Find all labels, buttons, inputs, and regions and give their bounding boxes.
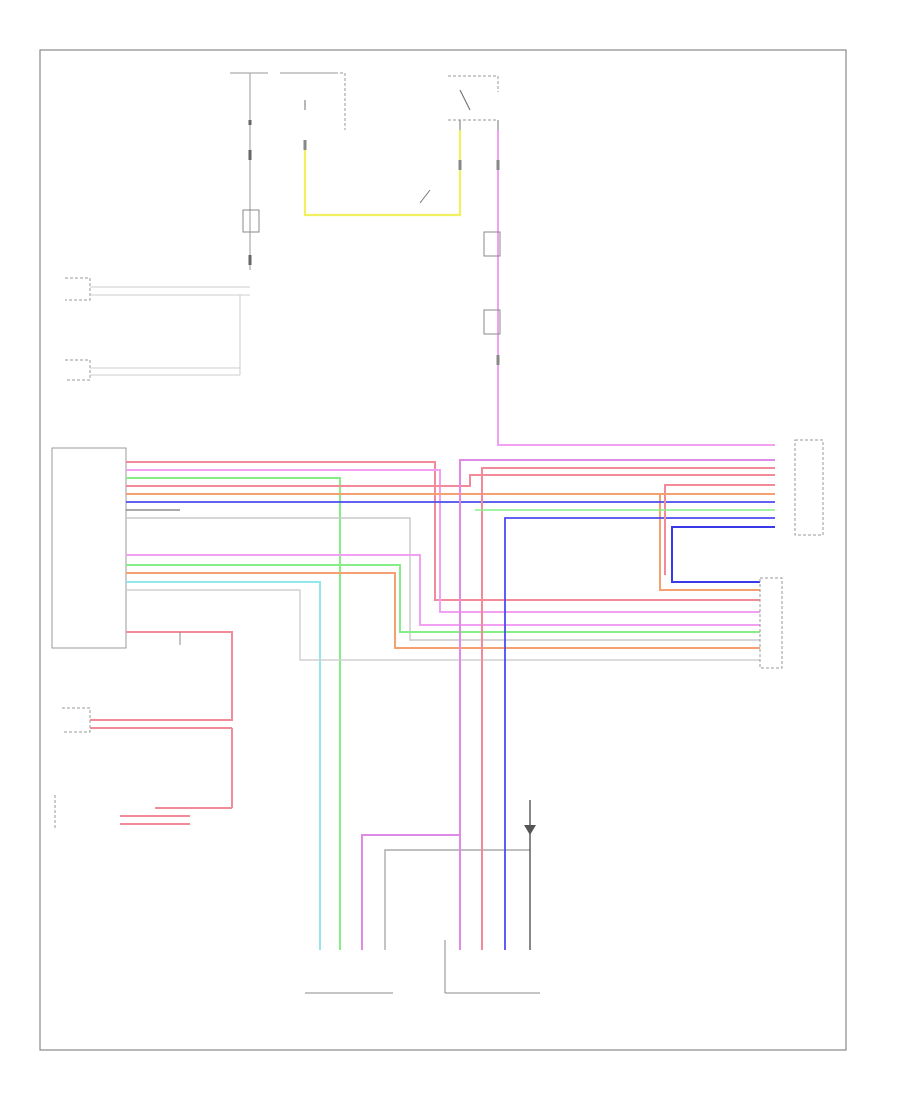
left-components <box>65 277 250 381</box>
top-fuse-area <box>230 72 775 446</box>
bottom-connector-wires <box>305 800 540 994</box>
pink-wire-main <box>497 130 775 446</box>
left-lower-components <box>54 707 233 830</box>
diagram-border <box>39 49 847 1051</box>
right-vertical-wires <box>459 459 775 845</box>
yellow-wire <box>303 130 462 217</box>
module-wires <box>90 461 775 850</box>
right-connector-upper <box>794 439 824 536</box>
control-module-box <box>51 447 127 649</box>
right-connector-lower <box>759 577 783 669</box>
